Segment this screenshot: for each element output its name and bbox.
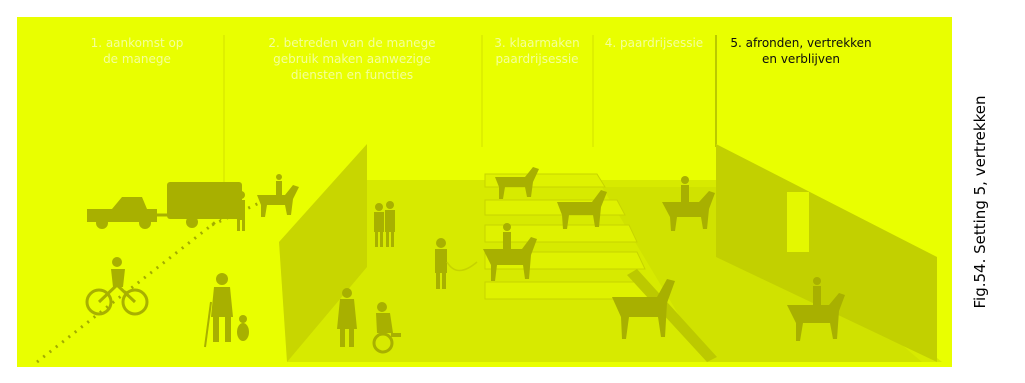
person-icon [435, 238, 447, 289]
horse-with-rider-icon [662, 176, 715, 231]
stage-label-1: 1. aankomst op de manege [90, 36, 184, 66]
lead-rope [446, 261, 478, 272]
left-wall [279, 144, 367, 362]
trailer-icon [157, 182, 242, 228]
figure-caption: Fig.54. Setting 5, vertrekken [971, 95, 989, 309]
person-icon [337, 288, 357, 347]
stage-label-2: 2. betreden van de manege gebruik maken … [268, 36, 436, 82]
horse-with-rider-icon [787, 277, 845, 341]
right-wall [716, 144, 937, 362]
door-opening [787, 192, 809, 252]
figure-panel: 1. aankomst op de manege 2. betreden van… [17, 17, 952, 367]
horse-with-rider-icon [257, 174, 299, 217]
couple-icon [374, 201, 395, 247]
person-icon [237, 191, 245, 231]
wheelchair-icon [372, 302, 401, 354]
horse-with-rider-icon [483, 223, 537, 281]
cyclist-icon [85, 257, 149, 316]
stage-label-5: 5. afronden, vertrekken en verblijven [730, 36, 872, 66]
arena-fence [627, 269, 717, 362]
stage-label-3: 3. klaarmaken paardrijsessie [494, 36, 580, 66]
stage-label-4: 4. paardrijsessie [604, 36, 704, 50]
car-icon [87, 197, 157, 229]
riding-school-scene [36, 35, 942, 364]
elderly-person-icon [204, 273, 233, 348]
horse-icon [612, 279, 675, 339]
arrival-path [36, 215, 223, 364]
horse-icon [557, 190, 607, 229]
dog-icon [237, 315, 249, 341]
horse-icon [495, 167, 539, 199]
